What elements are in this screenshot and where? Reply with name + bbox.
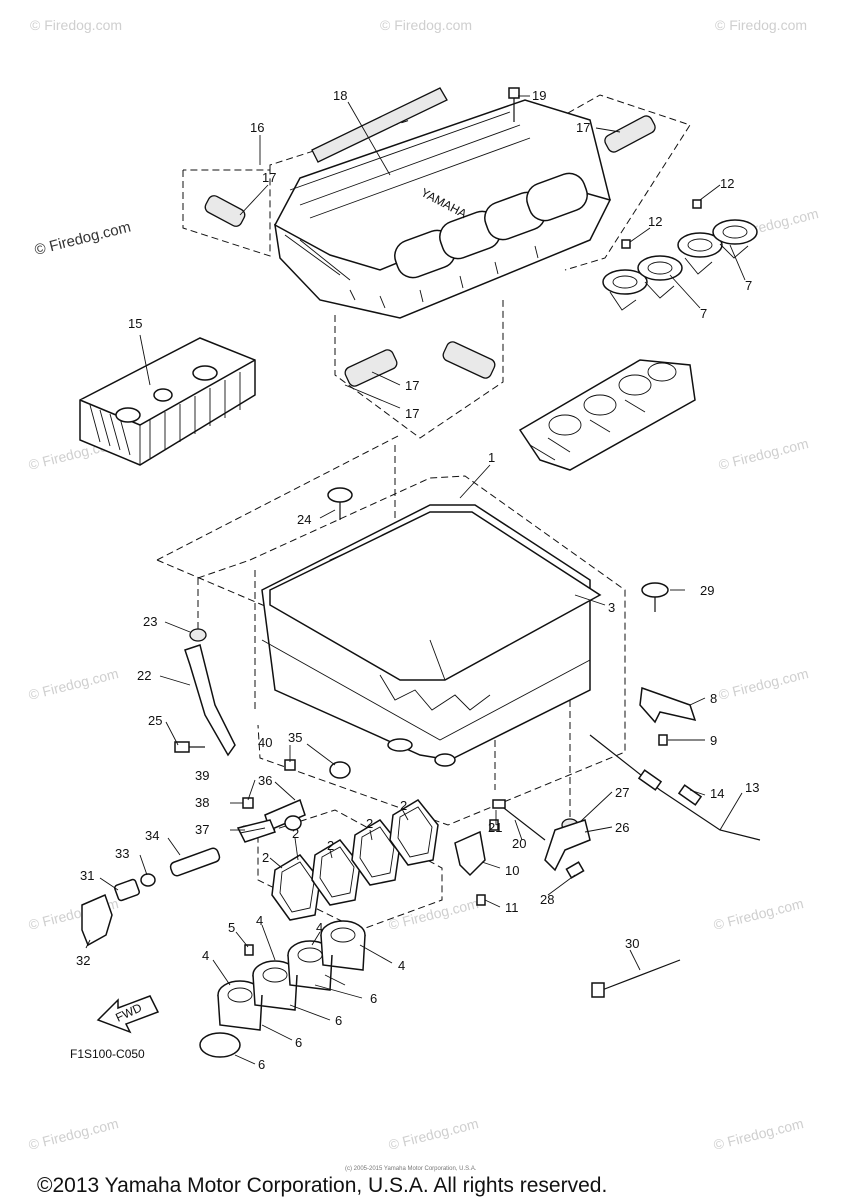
watermark: © Firedog.com — [27, 665, 120, 703]
callout-36: 36 — [258, 773, 272, 788]
callout-38: 38 — [195, 795, 209, 810]
callout-17: 17 — [405, 406, 419, 421]
callout-39: 39 — [195, 768, 209, 783]
callout-1: 1 — [488, 450, 495, 465]
callout-37: 37 — [195, 822, 209, 837]
callout-40: 40 — [258, 735, 272, 750]
callout-7: 7 — [745, 278, 752, 293]
callout-4: 4 — [202, 948, 209, 963]
callouts: 18 19 16 17 17 12 12 7 7 15 17 17 1 24 2… — [76, 88, 759, 1072]
callout-28: 28 — [540, 892, 554, 907]
watermark: © Firedog.com — [30, 17, 122, 33]
watermark: © Firedog.com — [380, 17, 472, 33]
callout-20: 20 — [512, 836, 526, 851]
callout-17: 17 — [576, 120, 590, 135]
copyright-text: ©2013 Yamaha Motor Corporation, U.S.A. A… — [37, 1174, 607, 1197]
callout-3: 3 — [608, 600, 615, 615]
watermark: © Firedog.com — [712, 1115, 805, 1153]
callout-22: 22 — [137, 668, 151, 683]
callout-21: 21 — [488, 820, 502, 835]
fine-print: (c) 2005-2015 Yamaha Motor Corporation, … — [345, 1166, 477, 1172]
callout-2: 2 — [366, 816, 373, 831]
bracket-10 — [454, 830, 486, 877]
callout-2: 2 — [327, 838, 334, 853]
callout-7: 7 — [700, 306, 707, 321]
callout-35: 35 — [288, 730, 302, 745]
callout-9: 9 — [710, 733, 717, 748]
callout-23: 23 — [143, 614, 157, 629]
callout-6: 6 — [370, 991, 377, 1006]
callout-19: 19 — [532, 88, 546, 103]
watermark: © Firedog.com — [717, 435, 810, 473]
leader-lines — [85, 95, 746, 1065]
part-19-bolt — [508, 87, 520, 122]
watermark: © Firedog.com — [33, 219, 133, 259]
callout-31: 31 — [80, 868, 94, 883]
callout-13: 13 — [745, 780, 759, 795]
callout-6: 6 — [295, 1035, 302, 1050]
callout-27: 27 — [615, 785, 629, 800]
callout-2: 2 — [292, 826, 299, 841]
callout-17: 17 — [405, 378, 419, 393]
callout-2: 2 — [262, 850, 269, 865]
callout-6: 6 — [335, 1013, 342, 1028]
bracket-8 — [639, 686, 697, 724]
callout-5: 5 — [228, 920, 235, 935]
intake-joints — [199, 920, 366, 1058]
air-filter — [79, 337, 256, 466]
bracket-26 — [544, 819, 591, 879]
callout-4: 4 — [398, 958, 405, 973]
watermark: © Firedog.com — [712, 895, 805, 933]
rod-20 — [492, 799, 546, 841]
cable-13 — [589, 734, 761, 841]
watermark: © Firedog.com — [715, 17, 807, 33]
callout-24: 24 — [297, 512, 311, 527]
small-parts-left — [81, 759, 351, 947]
callout-10: 10 — [505, 863, 519, 878]
tie-wrap-30 — [591, 959, 681, 998]
part-17-grommets — [204, 115, 656, 387]
callout-16: 16 — [250, 120, 264, 135]
callout-8: 8 — [710, 691, 717, 706]
watermark: © Firedog.com — [387, 1115, 480, 1153]
fwd-arrow-icon: FWD — [96, 995, 160, 1034]
watermark: © Firedog.com — [27, 1115, 120, 1153]
callout-18: 18 — [333, 88, 347, 103]
watermark: © Firedog.com — [717, 665, 810, 703]
airbox-cover: YAMAHA — [274, 99, 612, 319]
callout-15: 15 — [128, 316, 142, 331]
callout-6: 6 — [258, 1057, 265, 1072]
callout-25: 25 — [148, 713, 162, 728]
callout-4: 4 — [256, 913, 263, 928]
callout-29: 29 — [700, 583, 714, 598]
callout-34: 34 — [145, 828, 159, 843]
callout-12: 12 — [720, 176, 734, 191]
callout-32: 32 — [76, 953, 90, 968]
callout-11: 11 — [505, 900, 519, 915]
airbox-base — [261, 504, 602, 767]
throttle-body — [518, 359, 696, 471]
callout-17: 17 — [262, 170, 276, 185]
callout-26: 26 — [615, 820, 629, 835]
bracket-22 — [174, 644, 236, 757]
part-18-strip — [311, 87, 448, 163]
watermark: © Firedog.com — [387, 895, 480, 933]
callout-4: 4 — [316, 920, 323, 935]
callout-30: 30 — [625, 936, 639, 951]
diagram-code: F1S100-C050 — [70, 1047, 145, 1061]
callout-2: 2 — [400, 798, 407, 813]
callout-14: 14 — [710, 786, 724, 801]
callout-12: 12 — [648, 214, 662, 229]
part-7-funnels — [602, 199, 758, 311]
callout-33: 33 — [115, 846, 129, 861]
intake-boots — [271, 799, 439, 921]
